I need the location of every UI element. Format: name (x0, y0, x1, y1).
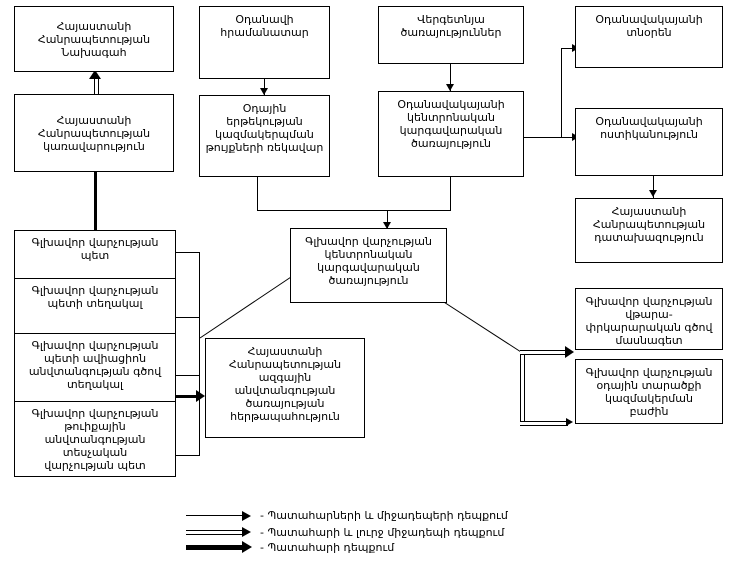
connector-left-bus (199, 252, 200, 455)
box-aviation-services-label: Վերգետնյա ծառայություններ (400, 13, 502, 39)
connector-to-flight-inspector (520, 350, 568, 355)
box-president[interactable]: Հայաստանի Հանրապետության Նախագահ (14, 6, 174, 72)
box-prosecutor-label: Հայաստանի Հանրապետության դատախազություն (592, 205, 706, 244)
connector-right-lower-bus (520, 350, 525, 424)
arrowhead-to-flight-inspector (565, 346, 574, 358)
sidebar-item-deputy-aviation-security[interactable]: Գլխավոր վարչության պետի ավիացիոն անվտանգ… (15, 334, 175, 402)
arrowhead-merge-to-chiefcentral (383, 222, 391, 229)
box-airport-police-label: Օդանավակայանի ոստիկանություն (595, 115, 703, 141)
legend-arrow-double (242, 527, 251, 537)
connector-government-to-president (94, 78, 99, 94)
box-prosecutor[interactable]: Հայաստանի Հանրապետության դատախազություն (575, 198, 723, 263)
arrowhead-stack-to-nss (196, 390, 205, 402)
box-airport-police[interactable]: Օդանավակայանի ոստիկանություն (575, 108, 723, 176)
arrowhead-police-to-prosecutor (649, 190, 657, 197)
box-airport-director[interactable]: Օդանավակայանի տնօրեն (575, 6, 723, 68)
connector-bus-to-stack-2 (176, 317, 200, 318)
connector-to-airtraffic-dept (520, 421, 568, 426)
box-chief-admin-central-service-label: Գլխավոր վարչության կենտրոնական կարգավարա… (305, 235, 432, 287)
box-air-transport-org-head[interactable]: Օդային երթեկության կազմակերպման թույքներ… (199, 95, 330, 177)
connector-merge-bar (257, 210, 387, 211)
legend-label-2: - Պատահարի դեպքում (260, 541, 395, 554)
connector-police-to-prosecutor (653, 176, 654, 198)
box-national-security-service[interactable]: Հայաստանի Հանրապետության ազգային անվտանգ… (205, 338, 365, 438)
box-airport-director-label: Օդանավակայանի տնօրեն (595, 13, 703, 39)
connector-commander-to-airtransport (264, 79, 265, 95)
connector-chief-to-government (94, 172, 97, 230)
connector-bus-to-stack-4 (176, 455, 200, 456)
connector-merge-to-chiefcentral (387, 210, 388, 228)
legend-label-0: - Պատահարների և միջադեպերի դեպքում (260, 509, 508, 522)
box-aviation-services[interactable]: Վերգետնյա ծառայություններ (378, 6, 524, 64)
box-president-label: Հայաստանի Հանրապետության Նախագահ (37, 19, 151, 59)
stack-label-3: Գլխավոր վարչության թուիքային անվտանգությ… (31, 407, 159, 472)
stack-label-2: Գլխավոր վարչության պետի ավիացիոն անվտանգ… (28, 339, 162, 391)
legend-arrow-thick (242, 541, 252, 553)
connector-airtransport-down (257, 177, 258, 210)
connector-centraladmin-right (524, 137, 562, 138)
box-government-label: Հայաստանի Հանրապետության կառավարություն (37, 113, 151, 153)
connector-merge-bar-right (387, 210, 451, 211)
box-aircraft-commander-label: Օդանավի հրամանատար (220, 13, 309, 39)
legend-line-thick (186, 545, 244, 550)
arrowhead-services-to-centraladmin (446, 84, 454, 91)
connector-services-to-centraladmin (450, 64, 451, 91)
box-civil-aviation-central-admin-label: Օդանավակայանի կենտրոնական կարգավարական ծ… (397, 98, 505, 150)
connector-to-airport-director (561, 48, 575, 49)
sidebar-item-deputy-chief[interactable]: Գլխավոր վարչության պետի տեղակալ (15, 279, 175, 334)
stack-label-0: Գլխավոր վարչության պետ (31, 236, 159, 262)
left-stack-group: Գլխավոր վարչության պետ Գլխավոր վարչությա… (14, 230, 176, 477)
legend-line-double (186, 530, 244, 535)
arrowhead-commander-to-airtransport (260, 88, 268, 95)
box-national-security-service-label: Հայաստանի Հանրապետության ազգային անվտանգ… (228, 345, 342, 423)
legend-label-1: - Պատահարի և լուրջ միջադեպի դեպքում (260, 526, 505, 539)
connector-bus-to-stack-1 (176, 252, 200, 253)
connector-stack-to-nss (166, 395, 200, 398)
connector-centraladmin-down (450, 177, 451, 210)
box-air-transport-org-head-label: Օդային երթեկության կազմակերպման թույքներ… (205, 102, 324, 154)
arrowhead-government-to-president (89, 70, 101, 79)
box-flight-technical-inspector[interactable]: Գլխավոր վարչության վթարա- փրկարարական գծ… (575, 288, 723, 350)
connector-bus-to-stack-3 (176, 375, 200, 376)
box-government[interactable]: Հայաստանի Հանրապետության կառավարություն (14, 94, 174, 172)
connector-to-airport-police (561, 137, 575, 138)
box-flight-technical-inspector-label: Գլխավոր վարչության վթարա- փրկարարական գծ… (585, 295, 713, 347)
sidebar-item-flight-safety-inspection-chief[interactable]: Գլխավոր վարչության թուիքային անվտանգությ… (15, 402, 175, 476)
box-civil-aviation-central-admin[interactable]: Օդանավակայանի կենտրոնական կարգավարական ծ… (378, 91, 524, 177)
sidebar-item-chief-of-main-administration[interactable]: Գլխավոր վարչության պետ (15, 231, 175, 279)
stack-label-1: Գլխավոր վարչության պետի տեղակալ (31, 284, 159, 310)
legend-arrow-thin (242, 511, 251, 521)
arrowhead-to-airtraffic-dept (566, 418, 573, 426)
connector-right-branch-vertical (561, 48, 562, 138)
box-chief-admin-central-service[interactable]: Գլխավոր վարչության կենտրոնական կարգավարա… (290, 228, 447, 303)
legend-line-thin (186, 515, 244, 516)
box-air-traffic-org-dept-label: Գլխավոր վարչության օդային տարածքի կազմակ… (585, 366, 713, 418)
box-aircraft-commander[interactable]: Օդանավի հրամանատար (199, 6, 330, 79)
box-air-traffic-org-dept[interactable]: Գլխավոր վարչության օդային տարածքի կազմակ… (575, 359, 723, 424)
